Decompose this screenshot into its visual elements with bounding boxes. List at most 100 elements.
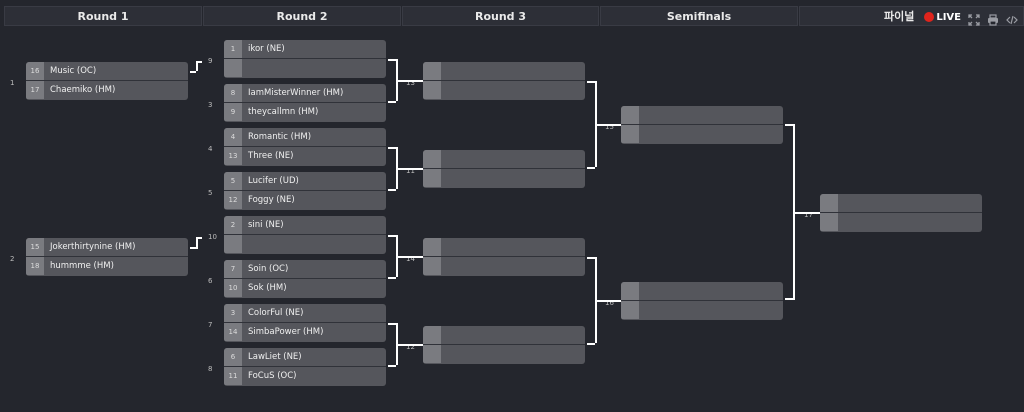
match-number-label: 14 (406, 255, 415, 263)
match-number-label: 15 (605, 123, 614, 131)
seed-badge: 9 (224, 103, 242, 121)
print-icon[interactable] (987, 11, 999, 26)
match-14[interactable] (423, 238, 585, 276)
match-15-slot-2[interactable] (621, 125, 783, 143)
bracket-connector-line (396, 235, 398, 277)
live-label: LIVE (936, 11, 961, 23)
player-name: theycallmn (HM) (248, 107, 319, 117)
match-number-label: 17 (804, 211, 813, 219)
match-15[interactable] (621, 106, 783, 144)
match-11-slot-1[interactable] (423, 150, 585, 168)
match-15-slot-1[interactable] (621, 106, 783, 124)
seed-badge: 16 (26, 62, 44, 80)
live-indicator[interactable]: LIVE (924, 12, 961, 23)
seed-badge: 11 (224, 367, 242, 385)
round-header-3: Round 3 (402, 6, 599, 26)
round-header-1: Round 1 (4, 6, 202, 26)
match-9-slot-2[interactable] (224, 59, 386, 77)
match-14-slot-1[interactable] (423, 238, 585, 256)
match-13-slot-1[interactable] (423, 62, 585, 80)
match-13[interactable] (423, 62, 585, 100)
slot-divider (26, 80, 188, 81)
match-17-slot-2[interactable] (820, 213, 982, 231)
bracket-connector-line (388, 189, 396, 191)
bracket-connector-line (785, 298, 793, 300)
match-11-slot-2[interactable] (423, 169, 585, 187)
match-number-label: 5 (208, 189, 213, 197)
match-14-slot-2[interactable] (423, 257, 585, 275)
seed-badge (423, 345, 441, 363)
bracket-connector-line (398, 80, 423, 82)
seed-badge (423, 150, 441, 168)
match-16[interactable] (621, 282, 783, 320)
bracket-connector-line (388, 277, 396, 279)
slot-divider (224, 146, 386, 147)
bracket-connector-line (388, 365, 396, 367)
match-number-label: 4 (208, 145, 213, 153)
bracket-connector-line (196, 237, 198, 249)
match-12-slot-1[interactable] (423, 326, 585, 344)
player-name: ikor (NE) (248, 44, 285, 54)
player-name: Soin (OC) (248, 264, 289, 274)
match-13-slot-2[interactable] (423, 81, 585, 99)
match-10-slot-2[interactable] (224, 235, 386, 253)
seed-badge (820, 194, 838, 212)
seed-badge: 6 (224, 348, 242, 366)
match-16-slot-1[interactable] (621, 282, 783, 300)
bracket-connector-line (398, 256, 423, 258)
slot-divider (224, 102, 386, 103)
fullscreen-icon[interactable] (968, 11, 980, 26)
player-name: ColorFul (NE) (248, 308, 304, 318)
match-8-slot-2[interactable]: 11 FoCuS (OC) (224, 367, 386, 385)
match-9-slot-1[interactable]: 1 ikor (NE) (224, 40, 386, 58)
match-17-slot-1[interactable] (820, 194, 982, 212)
match-number-label: 12 (406, 343, 415, 351)
player-name: FoCuS (OC) (248, 371, 297, 381)
bracket-connector-line (587, 343, 595, 345)
match-number-label: 13 (406, 79, 415, 87)
match-17[interactable] (820, 194, 982, 232)
player-name: sini (NE) (248, 220, 284, 230)
match-11[interactable] (423, 150, 585, 188)
seed-badge: 17 (26, 81, 44, 99)
player-name: Jokerthirtynine (HM) (50, 242, 136, 252)
round-header-semifinals: Semifinals (600, 6, 798, 26)
seed-badge: 1 (224, 40, 242, 58)
slot-divider (621, 300, 783, 301)
match-16-slot-2[interactable] (621, 301, 783, 319)
match-3-slot-2[interactable]: 9 theycallmn (HM) (224, 103, 386, 121)
bracket-connector-line (595, 81, 597, 167)
match-12-slot-2[interactable] (423, 345, 585, 363)
embed-code-icon[interactable] (1006, 11, 1018, 25)
bracket-connector-line (388, 147, 396, 149)
seed-badge (621, 282, 639, 300)
bracket-connector-line (196, 61, 198, 71)
match-12[interactable] (423, 326, 585, 364)
match-9[interactable]: 1 ikor (NE) (224, 40, 386, 78)
